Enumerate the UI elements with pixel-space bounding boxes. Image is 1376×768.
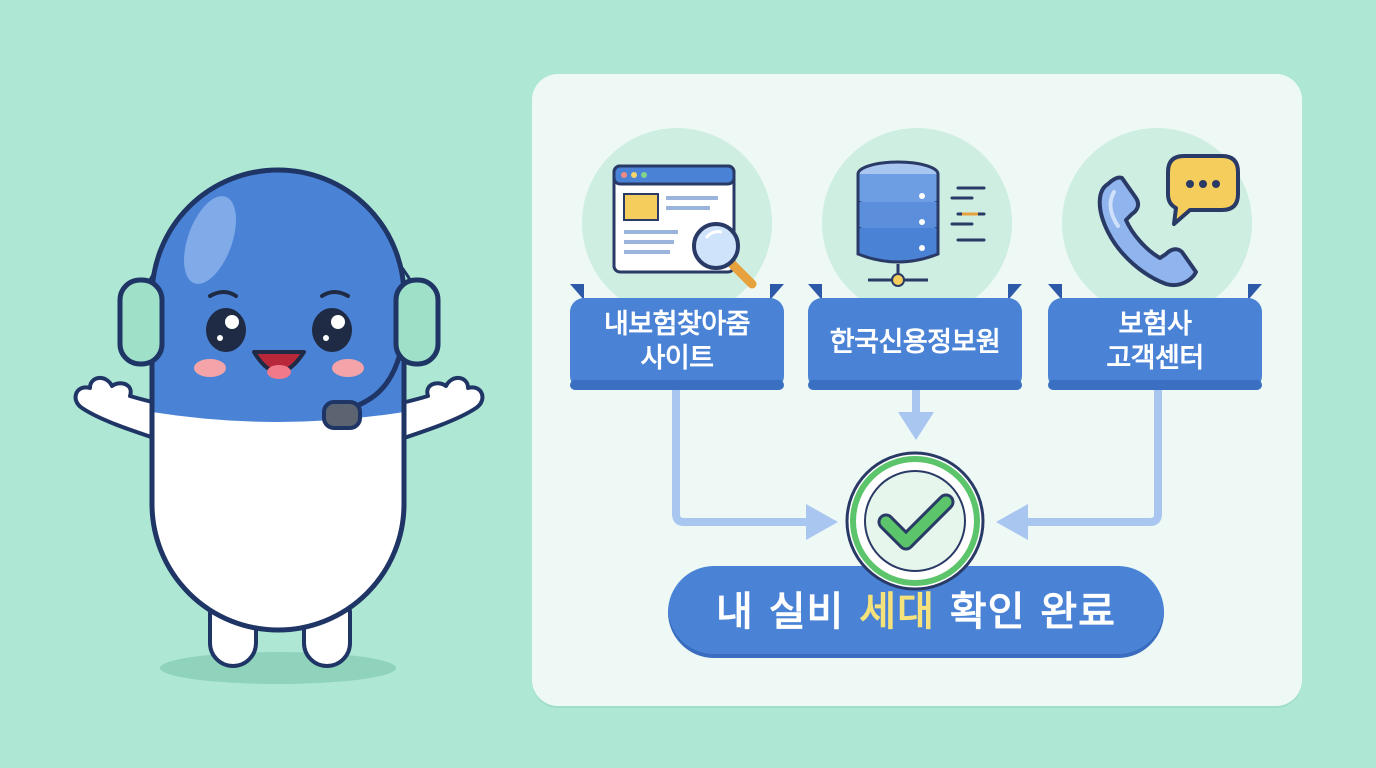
- source-icon-circle: [582, 128, 772, 318]
- ribbon-shape: [570, 284, 784, 390]
- source-ribbon-2: 한국신용정보원: [808, 280, 1022, 390]
- result-text-part1: 내 실비: [716, 589, 845, 635]
- capsule-mascot: [60, 140, 500, 700]
- source-label-3: 보험사 고객센터: [1048, 308, 1262, 376]
- web-search-icon: [612, 164, 757, 289]
- result-text-highlight: 세대: [859, 589, 935, 635]
- source-icon-circle: [822, 128, 1012, 318]
- flow-panel: 내보험찾아줌 사이트 한국신용정보원 보험사 고객센터 내 실비 세대 확인: [532, 74, 1302, 706]
- source-label-line: 내보험찾아줌: [603, 309, 751, 340]
- phone-chat-icon: [1097, 154, 1240, 287]
- source-label-line: 한국신용정보원: [829, 327, 1001, 358]
- source-ribbon-1: 내보험찾아줌 사이트: [570, 280, 784, 390]
- source-label-2: 한국신용정보원: [808, 326, 1022, 360]
- database-server-icon: [856, 160, 986, 287]
- source-ribbon-3: 보험사 고객센터: [1048, 280, 1262, 390]
- source-label-line: 사이트: [640, 343, 714, 374]
- ribbon-shape: [1048, 284, 1262, 390]
- result-text-part2: 확인 완료: [949, 589, 1116, 635]
- source-label-line: 보험사: [1118, 309, 1192, 340]
- capsule-mascot-illustration: [73, 167, 485, 684]
- connector-arrows: [672, 384, 1162, 540]
- source-label-1: 내보험찾아줌 사이트: [570, 308, 784, 376]
- checkmark-icon: [845, 451, 985, 591]
- source-icon-circle: [1062, 128, 1252, 318]
- ribbon-shape: [808, 284, 1022, 390]
- check-badge: [844, 450, 986, 592]
- source-label-line: 고객센터: [1106, 343, 1204, 374]
